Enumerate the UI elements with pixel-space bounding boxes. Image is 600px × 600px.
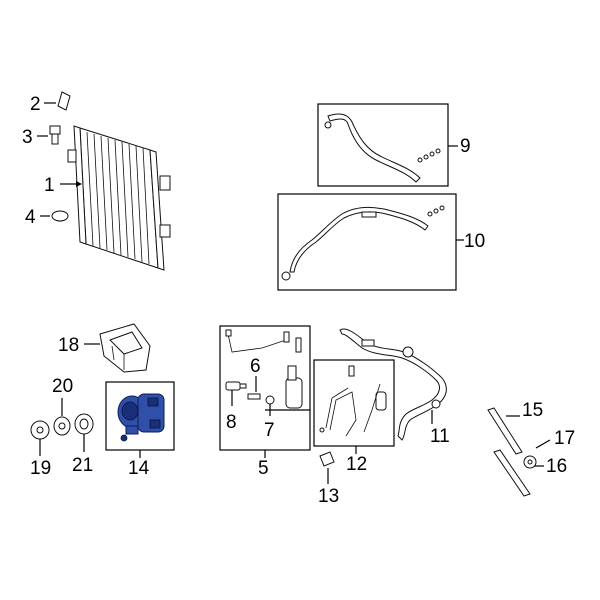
- accumulator-part-5[interactable]: [225, 329, 303, 409]
- callout-9: 9: [460, 136, 471, 157]
- callout-15: 15: [522, 400, 543, 421]
- bolt-part-3[interactable]: [49, 125, 61, 145]
- valve-part-6[interactable]: [247, 393, 261, 400]
- callout-11: 11: [430, 426, 450, 447]
- callout-16: 16: [546, 456, 567, 477]
- hose-part-9[interactable]: [324, 113, 441, 183]
- callout-18: 18: [58, 335, 79, 356]
- part-12-box: [313, 359, 395, 447]
- nut-part-17[interactable]: [523, 455, 537, 469]
- callout-19: 19: [30, 458, 51, 479]
- hose-part-11[interactable]: [339, 328, 447, 441]
- rod-part-16[interactable]: [493, 449, 531, 497]
- callout-4: 4: [25, 207, 36, 228]
- pulley-part-20[interactable]: [53, 416, 71, 436]
- callout-3: 3: [22, 127, 33, 148]
- part-9-box: [317, 103, 449, 187]
- callout-17: 17: [554, 428, 575, 449]
- bracket-part-18[interactable]: [99, 323, 151, 373]
- rod-part-15[interactable]: [487, 407, 523, 455]
- tube-assembly-part-12[interactable]: [319, 365, 387, 437]
- callout-6: 6: [250, 356, 261, 377]
- clutch-plate-part-19[interactable]: [30, 420, 50, 440]
- oring-part-4[interactable]: [51, 210, 69, 222]
- condenser-part[interactable]: [67, 125, 171, 271]
- fitting-part-13[interactable]: [319, 451, 335, 467]
- line-part-10[interactable]: [281, 205, 445, 281]
- callout-1: 1: [44, 175, 55, 196]
- callout-10: 10: [464, 231, 485, 252]
- ac-compressor-part-14[interactable]: [117, 393, 165, 442]
- callout-20: 20: [52, 376, 73, 397]
- switch-part-8[interactable]: [225, 381, 247, 391]
- callout-13: 13: [318, 486, 339, 507]
- callout-7: 7: [264, 420, 275, 441]
- callout-21: 21: [72, 455, 93, 476]
- callout-12: 12: [346, 454, 367, 475]
- cap-part-7[interactable]: [265, 395, 275, 405]
- callout-8: 8: [226, 412, 237, 433]
- clip-part-2[interactable]: [57, 91, 71, 111]
- callout-2: 2: [30, 94, 41, 115]
- coil-part-21[interactable]: [74, 413, 94, 435]
- callout-5: 5: [258, 458, 269, 479]
- callout-14: 14: [128, 458, 150, 479]
- part-10-box: [277, 193, 457, 291]
